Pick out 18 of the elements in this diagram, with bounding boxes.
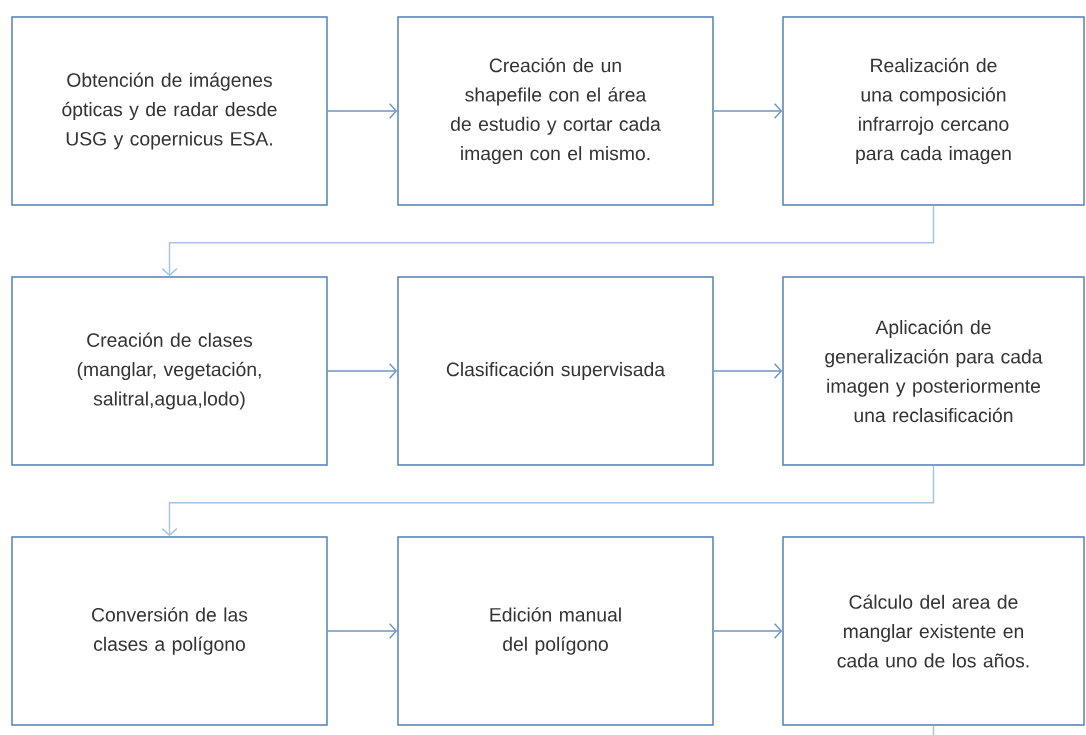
arrow <box>713 102 783 120</box>
connector-line <box>932 725 935 735</box>
process-box: Clasificación supervisada <box>397 276 714 466</box>
arrow <box>161 205 935 277</box>
process-box: Obtención de imágenes ópticas y de radar desde USG y copernicus ESA. <box>11 16 328 206</box>
process-box: Aplicación de generalización para cada imagen y posteriormente una reclasificación <box>782 276 1085 466</box>
arrow <box>327 102 398 120</box>
process-box: Conversión de las clases a polígono <box>11 536 328 726</box>
process-box: Cálculo del area de manglar existente en cada uno de los años. <box>782 536 1085 726</box>
process-box: Realización de una composición infrarrojo cercano para cada imagen <box>782 16 1085 206</box>
arrow <box>327 362 398 380</box>
process-box: Edición manual del polígono <box>397 536 714 726</box>
arrow <box>713 622 783 640</box>
process-box: Creación de clases (manglar, vegetación, salitral,agua,lodo) <box>11 276 328 466</box>
arrow <box>161 465 935 537</box>
process-box: Creación de un shapefile con el área de estudio y cortar cada imagen con el mismo. <box>397 16 714 206</box>
arrow <box>327 622 398 640</box>
arrow <box>713 362 783 380</box>
